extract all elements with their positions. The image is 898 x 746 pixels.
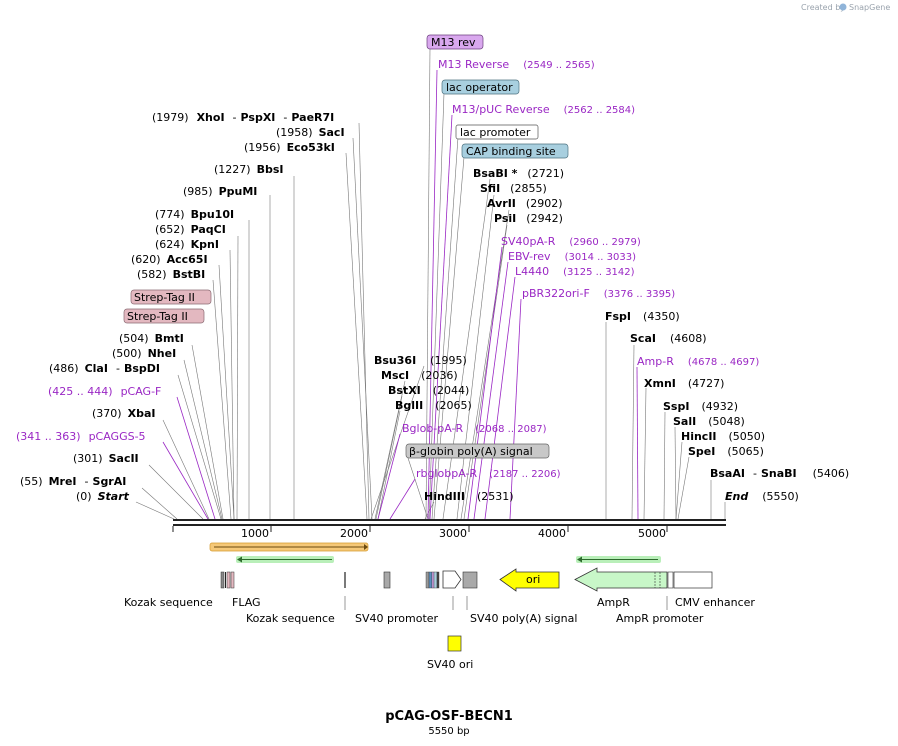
cmv-enhancer-block <box>673 571 713 589</box>
credit-text: Created by <box>801 3 845 12</box>
site-label: End(5550) <box>725 490 799 503</box>
green-arrow-left-1 <box>236 556 334 563</box>
green-arrow-left-2 <box>576 556 661 563</box>
site-label: BglII(2065) <box>395 399 472 412</box>
tick-label: 2000 <box>340 527 368 540</box>
primer-label: EBV-rev(3014 .. 3033) <box>508 250 636 263</box>
feature-label-cmv: CMV enhancer <box>675 596 755 609</box>
primer-label: rbglobpA-R(2187 .. 2206) <box>416 467 561 480</box>
tick-label: 5000 <box>638 527 666 540</box>
m13-rev-box: M13 rev <box>426 34 484 50</box>
primer-label: SV40pA-R(2960 .. 2979) <box>501 235 641 248</box>
site-label: BsaAI-SnaBI(5406) <box>710 467 849 480</box>
primer-label: M13 Reverse(2549 .. 2565) <box>438 58 595 71</box>
site-label: HincII(5050) <box>681 430 765 443</box>
site-label: (370)XbaI <box>92 407 155 420</box>
primer-label: Bglob-pA-R(2068 .. 2087) <box>402 422 547 435</box>
site-label: SspI(4932) <box>663 400 738 413</box>
site-label: MscI(2036) <box>381 369 458 382</box>
sv40-polya-block <box>462 571 478 589</box>
site-label: (774)Bpu10I <box>155 208 234 221</box>
map-length: 5550 bp <box>428 726 469 737</box>
site-label: SfiI(2855) <box>480 182 547 195</box>
site-label: (1958)SacI <box>276 126 345 139</box>
feature-label-ampr-promoter: AmpR promoter <box>616 612 704 625</box>
site-label: AvrII(2902) <box>487 197 562 210</box>
site-label: (624)KpnI <box>155 238 219 251</box>
primer-label: L4440(3125 .. 3142) <box>515 265 635 278</box>
site-label: XmnI(4727) <box>644 377 724 390</box>
site-label: (504)BmtI <box>119 332 184 345</box>
feature-pointers <box>344 596 668 610</box>
site-label: BstXI(2044) <box>388 384 469 397</box>
site-label: (301)SacII <box>73 452 139 465</box>
tick-label: 3000 <box>439 527 467 540</box>
site-label: PsiI(2942) <box>494 212 563 225</box>
lac-operator-box: lac operator <box>441 79 520 95</box>
site-label: (1979)XhoI-PspXI-PaeR7I <box>152 111 334 124</box>
site-label: HindIII(2531) <box>424 490 514 503</box>
feature-label-kozak: Kozak sequence <box>124 596 213 609</box>
feature-label-ampr: AmpR <box>597 596 630 609</box>
strep-tag-box: Strep-Tag II <box>123 308 205 324</box>
feature-label-sv40-polya: SV40 poly(A) signal <box>470 612 577 625</box>
site-label: SpeI(5065) <box>688 445 764 458</box>
lac-promoter-arrow <box>442 570 462 589</box>
lac-promoter-box: lac promoter <box>455 124 539 140</box>
svg-text:Strep-Tag II: Strep-Tag II <box>127 310 188 323</box>
feature-label-kozak: Kozak sequence <box>246 612 335 625</box>
site-label: (55)MreI-SgrAI <box>20 475 126 488</box>
svg-text:Strep-Tag II: Strep-Tag II <box>134 291 195 304</box>
ampr-promoter-block <box>667 571 674 589</box>
feature-label-flag: FLAG <box>232 596 261 609</box>
site-label: (985)PpuMI <box>183 185 257 198</box>
tick-label: 1000 <box>241 527 269 540</box>
site-label: FspI(4350) <box>605 310 680 323</box>
map-title: pCAG-OSF-BECN1 <box>385 709 513 724</box>
lac-features-cluster <box>425 571 440 589</box>
svg-text:CAP binding site: CAP binding site <box>466 145 556 158</box>
tick-label: 4000 <box>538 527 566 540</box>
plasmid-backbone <box>172 519 726 532</box>
sv40-promoter-block <box>383 571 391 589</box>
brand-text: SnapGene <box>849 3 890 12</box>
primer-label: (425 .. 444)pCAG-F <box>48 385 161 398</box>
site-label: Bsu36I(1995) <box>374 354 467 367</box>
ori-arrow: ori <box>499 568 560 592</box>
site-label: (1227)BbsI <box>214 163 283 176</box>
svg-text:β-globin poly(A) signal: β-globin poly(A) signal <box>409 445 533 458</box>
site-label: (582)BstBI <box>137 268 205 281</box>
site-label: (1956)Eco53kI <box>244 141 335 154</box>
svg-text:lac promoter: lac promoter <box>460 126 531 139</box>
primer-label: (341 .. 363)pCAGGS-5 <box>16 430 146 443</box>
site-label: (486)ClaI-BspDI <box>49 362 160 375</box>
cap-binding-site-box: CAP binding site <box>461 143 569 159</box>
site-label: (620)Acc65I <box>131 253 208 266</box>
primer-label: M13/pUC Reverse(2562 .. 2584) <box>452 103 635 116</box>
strep-tag-box: Strep-Tag II <box>130 289 212 305</box>
beta-globin-polya-box: β-globin poly(A) signal <box>405 443 550 459</box>
primer-label: pBR322ori-F(3376 .. 3395) <box>522 287 675 300</box>
primer-label: Amp-R(4678 .. 4697) <box>637 355 759 368</box>
sv40-ori-block <box>447 635 462 652</box>
site-label: SalI(5048) <box>673 415 745 428</box>
site-label: (652)PaqCI <box>155 223 226 236</box>
site-label: (0)Start <box>76 490 130 503</box>
site-label: (500)NheI <box>112 347 176 360</box>
feature-label-sv40-promoter: SV40 promoter <box>355 612 439 625</box>
svg-text:lac operator: lac operator <box>446 81 513 94</box>
feature-label-sv40-ori: SV40 ori <box>427 658 473 671</box>
svg-text:M13 rev: M13 rev <box>431 36 476 49</box>
snapgene-logo <box>839 3 847 11</box>
site-label: ScaI(4608) <box>630 332 707 345</box>
ampr-arrow <box>574 567 668 592</box>
svg-text:ori: ori <box>526 573 540 586</box>
kozak-flag-features <box>220 571 235 589</box>
orange-bar-arrow <box>209 542 369 552</box>
site-label: BsaBI *(2721) <box>473 167 564 180</box>
